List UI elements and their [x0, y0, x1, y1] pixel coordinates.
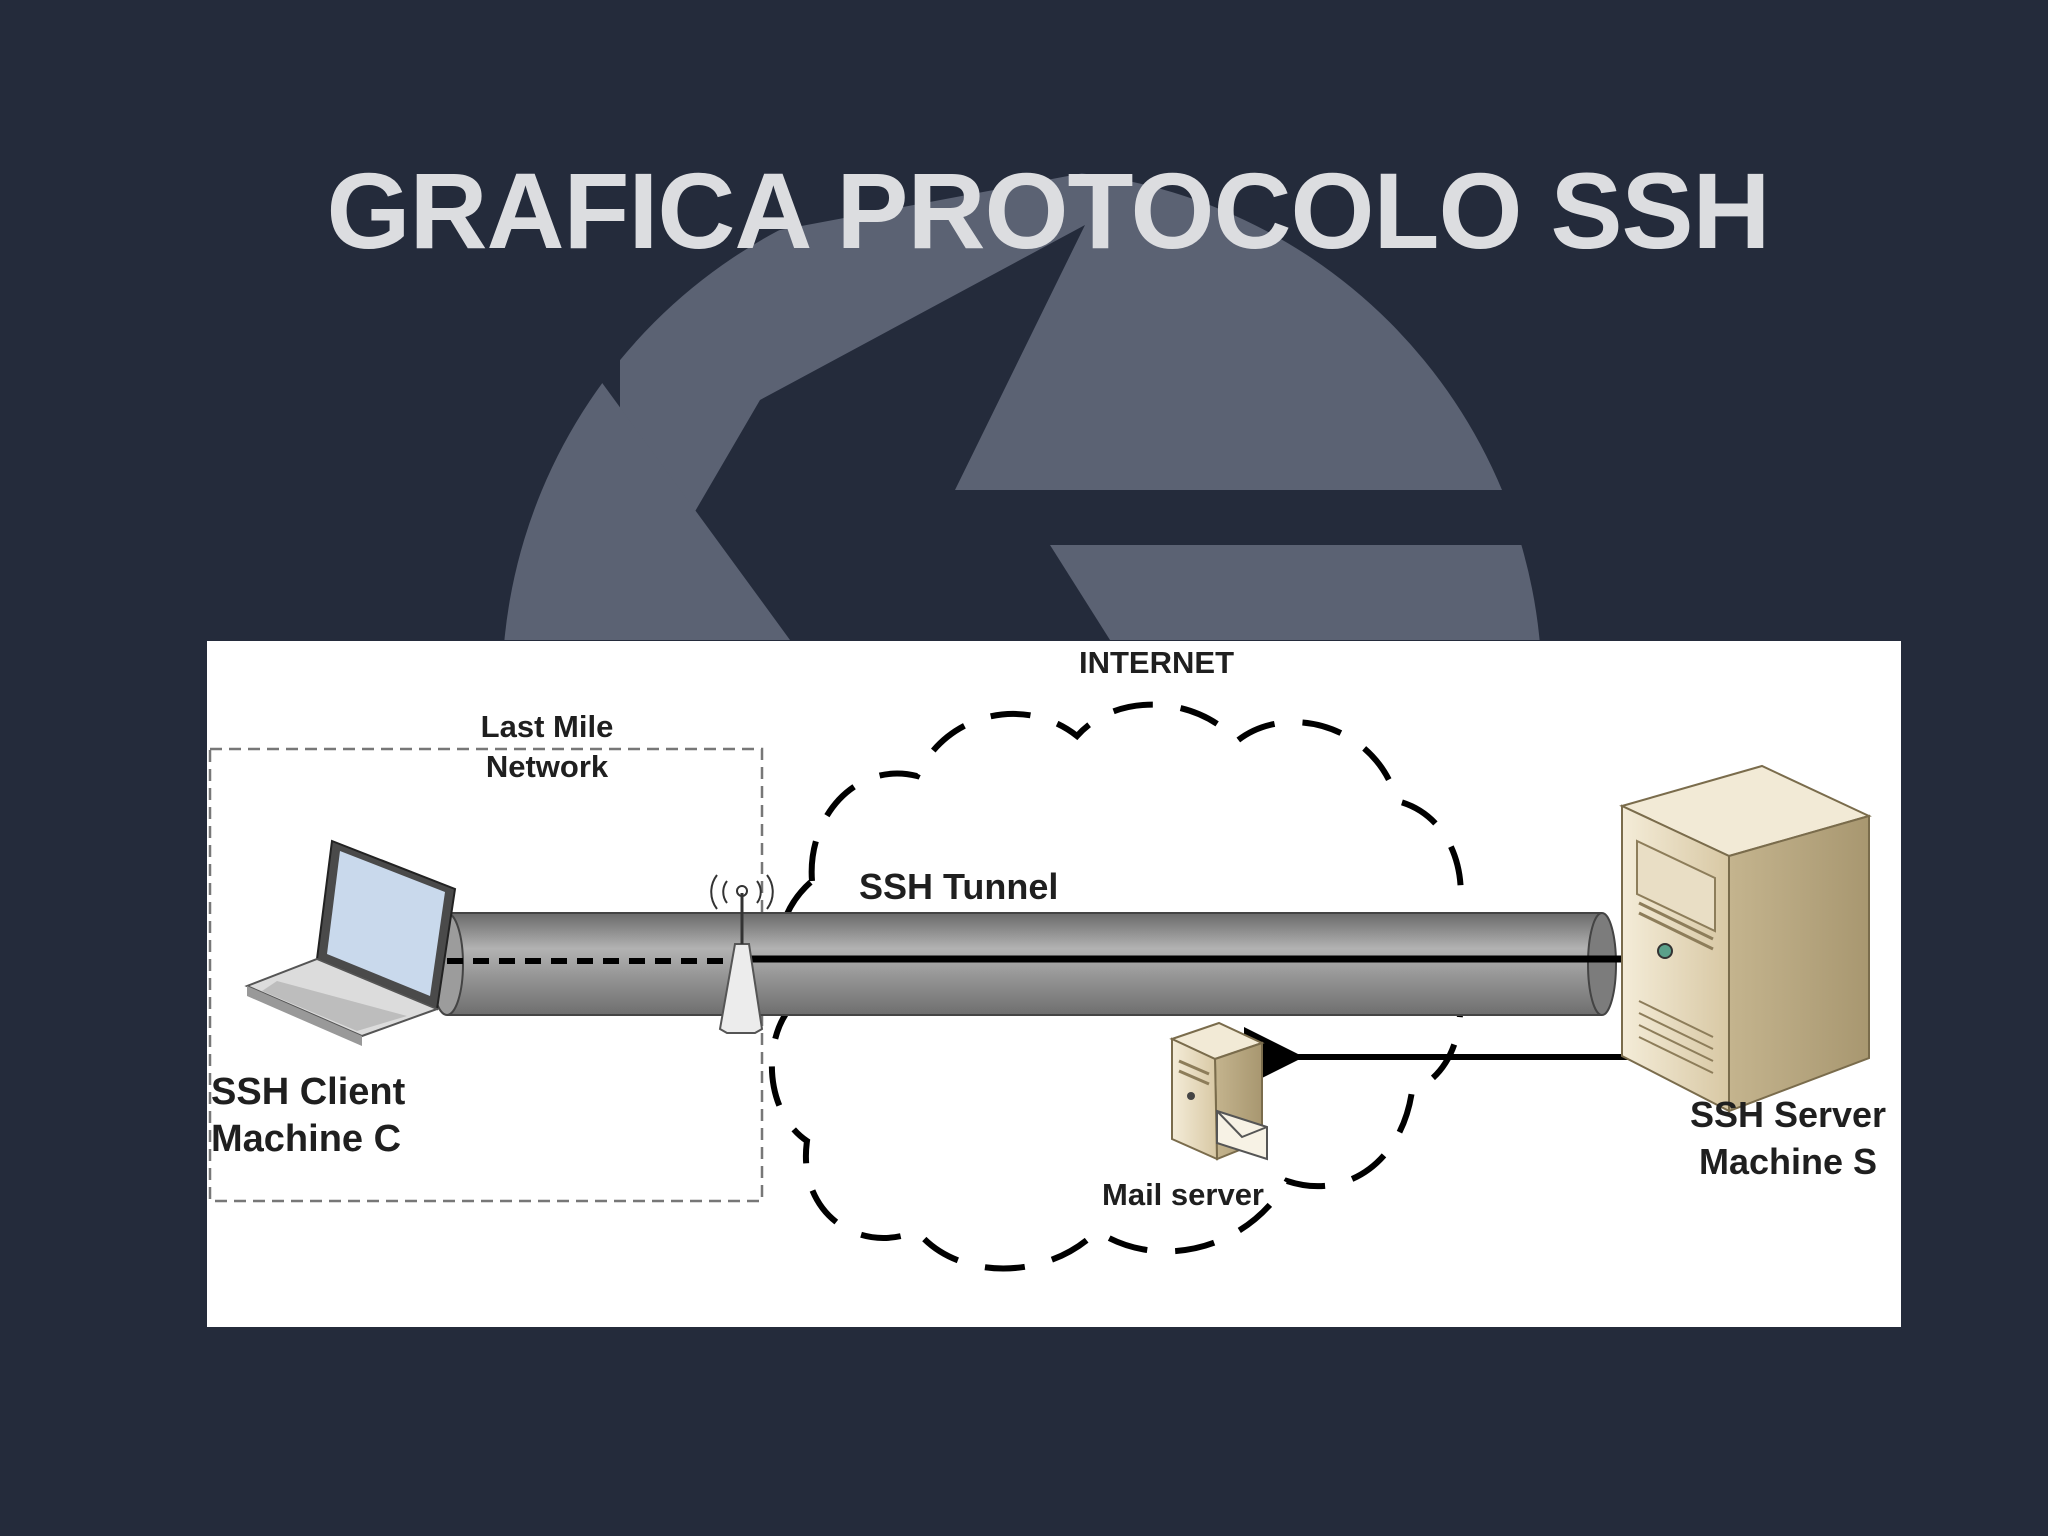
slide-title: GRAFICA PROTOCOLO SSH: [326, 150, 1770, 271]
internet-cloud: [769, 701, 1464, 1272]
ssh-client-label: SSH Client Machine C: [211, 1071, 406, 1160]
ssh-tunnel-label: SSH Tunnel: [859, 866, 1059, 907]
ssh-diagram: INTERNET Last Mile Network SSH Tunnel SS…: [207, 641, 1901, 1327]
ssh-server-label: SSH Server Machine S: [1689, 1094, 1887, 1182]
mail-server-icon: [1169, 1021, 1268, 1161]
wireless-router-icon: [710, 874, 774, 1034]
mail-server-label: Mail server: [1102, 1177, 1264, 1212]
laptop-icon: [244, 839, 457, 1046]
last-mile-network-label: Last Mile Network: [480, 709, 614, 784]
server-tower-icon: [1619, 764, 1872, 1113]
internet-label: INTERNET: [1079, 645, 1234, 680]
last-mile-network-box: [208, 747, 764, 1203]
